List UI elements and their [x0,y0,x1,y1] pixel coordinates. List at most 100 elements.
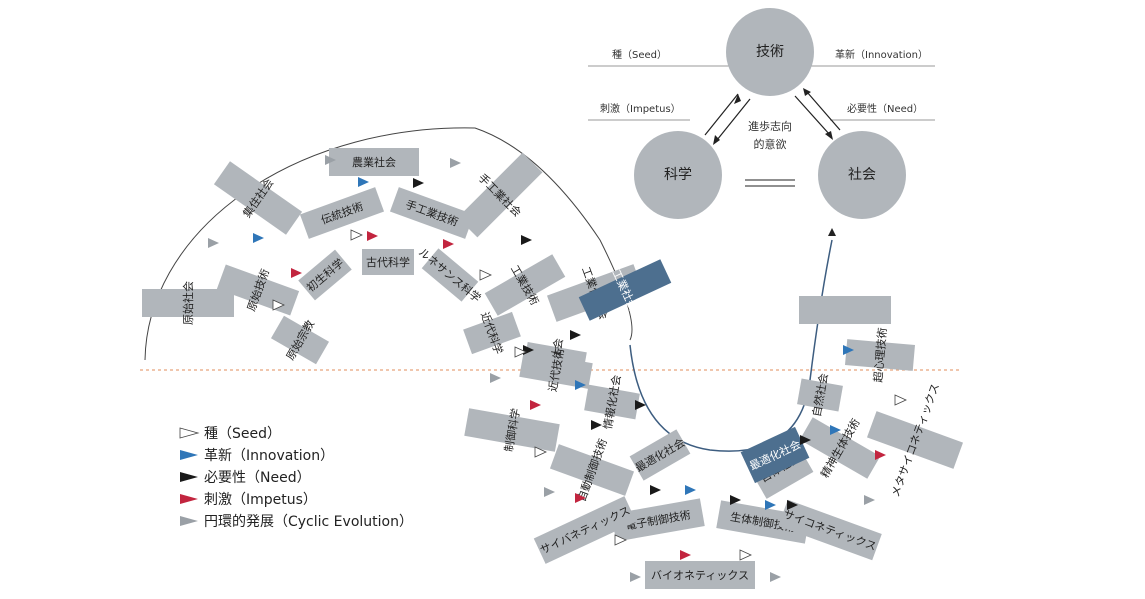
legend-innovation-icon [180,450,198,460]
optimized-society-highlight-shape [740,426,810,484]
science-segment: バイオネティックス [645,561,755,589]
tri-top-left-label: 種（Seed） [612,48,667,61]
science-segment-shape [362,249,414,275]
need-marker [800,435,811,445]
technology-segment-shape [484,254,566,316]
society-segment: 手工業社会 [457,152,543,238]
society-segment: 農業社会 [329,148,419,176]
society-segment-shape [457,152,543,238]
guide-arrow-head [828,228,836,236]
society-segment-shape [799,296,891,324]
cyclic-marker [770,572,781,582]
science-segment-shape [645,561,755,589]
impetus-marker [443,239,454,249]
science-segment-shape [421,248,479,302]
legend-seed-label: 種（Seed） [204,426,281,442]
science-segment-label: バイオネティックス [651,569,749,582]
science-label: 科学 [664,167,692,183]
society-segment-shape [329,148,419,176]
seed-marker [894,394,907,406]
need-marker [570,330,581,340]
tri-right-label: 必要性（Need） [847,102,923,115]
cyclic-marker [864,495,875,505]
science-node [634,131,722,219]
seed-marker [272,299,285,311]
innovation-marker [765,500,776,510]
society-label: 社会 [848,167,876,183]
science-segment: ルネサンス科学 [416,245,484,305]
science-segment-label: ルネサンス科学 [416,245,484,305]
science-segment: サイコネティックス [778,499,882,561]
need-marker [413,178,424,188]
cyclic-marker [490,373,501,383]
technology-segment-shape [716,500,810,544]
technology-segment-shape [844,339,916,371]
society-segment-shape [629,429,691,481]
science-segment: 制御科学 [464,407,560,453]
impetus-marker [680,550,691,560]
society-segment-shape [213,161,303,235]
impetus-marker [367,231,378,241]
innovation-marker [358,177,369,187]
innovation-marker [843,345,854,355]
science-segment-shape [270,315,330,365]
technology-segment-shape [299,187,385,239]
cyclic-marker [544,487,555,497]
society-segment-label: 農業社会 [352,155,396,169]
tri-top-right-label: 革新（Innovation） [835,48,928,61]
technology-segment: 電子制御技術 [611,498,705,542]
cyclic-marker [208,238,219,248]
society-segment: 集住社会 [213,161,303,235]
science-segment: 原始宗教 [270,315,330,365]
impetus-marker [530,400,541,410]
technology-segment-shape [519,351,593,389]
innovation-marker [830,425,841,435]
impetus-marker [875,450,886,460]
legend-impetus-icon [180,494,198,504]
seed-marker [350,229,363,241]
seed-marker [514,346,527,358]
legend-need-icon [180,472,198,482]
tri-left-label: 刺激（Impetus） [600,102,681,115]
impetus-marker [575,493,586,503]
need-marker [591,420,602,430]
industrial-society-highlight-shape [578,259,672,321]
need-marker [635,400,646,410]
society-segment: 最適化社会 [629,429,691,481]
technology-segment: 工業技術 [484,254,566,316]
technology-segment: 手工業技術 [389,187,475,239]
society-segment-shape [797,378,843,412]
center-label-2: 的意欲 [754,137,787,151]
technology-segment: 伝統技術 [299,187,385,239]
technology-segment: 近代技術 [519,347,593,393]
triangle-group: 種（Seed） 革新（Innovation） 刺激（Impetus） 必要性（N… [588,8,935,219]
technology-segment-shape [799,417,881,479]
legend-need-label: 必要性（Need） [204,470,311,486]
need-marker [650,485,661,495]
industrial-society-highlight: 工業社会 [578,259,672,321]
technology-node [726,8,814,96]
science-segment-shape [298,249,352,301]
science-segment: メタサイコネティックス [866,382,964,499]
seed-marker [479,269,492,281]
science-segment-label: 古代科学 [366,255,410,269]
seed-marker [739,549,752,561]
science-segment: 初生科学 [298,249,352,301]
seed-marker [614,534,627,546]
society-segment: 原始社会 [142,281,234,325]
society-segment-shape [142,289,234,317]
need-marker [787,500,798,510]
cyclic-marker [450,158,461,168]
need-marker [730,495,741,505]
technology-segment: 超心理技術 [844,327,916,383]
need-marker [521,235,532,245]
science-segment: 古代科学 [362,249,414,275]
science-segment-shape [464,408,560,452]
cyclic-marker [325,155,336,165]
impetus-marker [291,268,302,278]
society-node [818,131,906,219]
science-segment-shape [778,499,882,561]
innovation-marker [685,485,696,495]
society-segment [799,296,891,324]
seed-marker [534,446,547,458]
